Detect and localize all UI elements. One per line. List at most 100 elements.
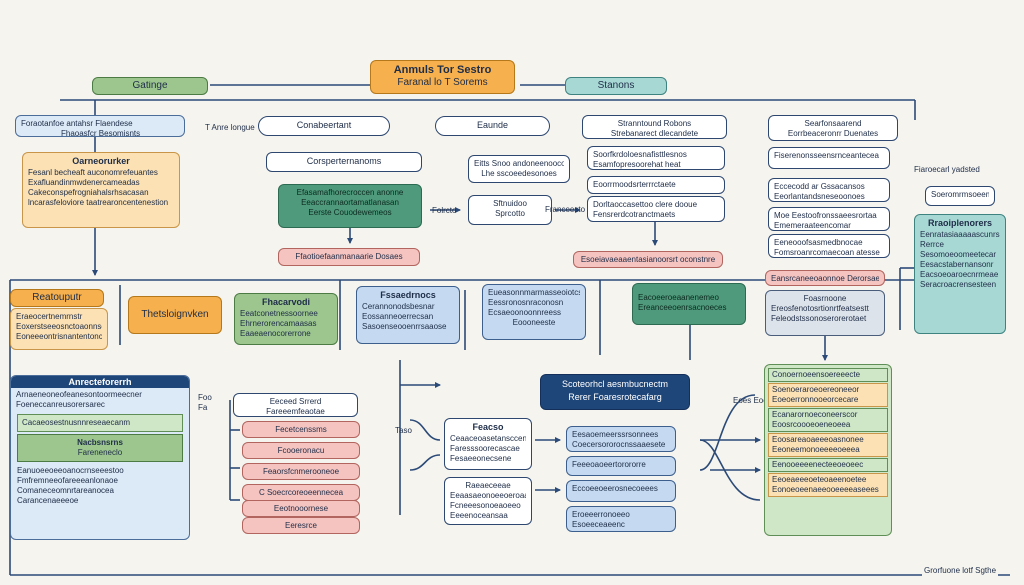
- right-header-line-2: Strebanarect dlecandete: [610, 129, 699, 138]
- far-right-box-2: Eccecodd ar Gssacansos Eeorlantandsneseo…: [768, 178, 890, 202]
- bottom-right-blue-4: Eroeeerronoeeo Esoeeceaeenc: [566, 506, 676, 532]
- far-right-box-1-line-1: Fiserenonsseensrnceantecea: [774, 151, 879, 160]
- middle-orange-mid-text: Thetsloignvken: [141, 309, 209, 320]
- bottom-left-title: Anrecteforerrh: [68, 377, 132, 387]
- right-header-line-1: Stranntound Robons: [617, 119, 692, 128]
- bottom-right-stack: Conoernoeensoereeecte Soenoeraroeoereone…: [764, 364, 892, 536]
- bottom-left-title-bar: Anrecteforerrh: [11, 376, 189, 388]
- bottom-mid-pink-6: Eeresrce: [242, 517, 360, 534]
- title-box: Anmuls Tor Sestro Faranal lo T Sorems: [370, 60, 515, 94]
- right-top-box-2: Eoorrmoodsrterrrctaete: [587, 176, 725, 194]
- bottom-left-green-title: Nacbsnsrns: [77, 438, 123, 447]
- stack-row-5-text: Eoosrcoooeoeneoeea: [772, 420, 851, 429]
- far-right-teal-line-3: Sesomoeoomeetecar: [920, 250, 997, 259]
- far-right-pink-text: Eansrcaneeoaonnoe Derorsaen: [771, 274, 879, 283]
- bottom-mid-center2-line-1: Raeaeceeae: [465, 481, 511, 490]
- right-header-box: Stranntound Robons Strebanarect dlecande…: [582, 115, 727, 139]
- middle-blue-1-line-1: Cerannonodsbesnar: [362, 302, 435, 311]
- center-left-pill: Conabeertant: [258, 116, 390, 136]
- right-top-box-3-line-1: Dorltaoccasettoo clere dooue: [593, 200, 698, 209]
- far-right-box-2-line-1: Eccecodd ar Gssacansos: [774, 182, 865, 191]
- left-panel-line-4: lncarasfeloviore taatrearoncentenestion: [28, 198, 169, 207]
- center-mid-box-line-2: Sprcotto: [495, 209, 525, 218]
- far-right-box-4-line-1: Eeneooofsasmedbnocae: [774, 238, 863, 247]
- stack-row-8: Eenooeeeenecteeoeoeec: [768, 458, 888, 472]
- middle-green-right: Eacoeeroeaanenemeo Ereanceeoenrsacnoeces: [632, 283, 746, 325]
- middle-blue-2-line-2: Eessronosnraconosn: [488, 298, 564, 307]
- bottom-right-blue-3: Eccoeeoeerosnecoeees: [566, 480, 676, 502]
- center-green-box: Efasamafhorecroccen anonne Eeaccrannaort…: [278, 184, 422, 228]
- far-right-box-2-line-2: Eeorlantandsneseoonoes: [774, 192, 865, 201]
- top-label-right-text: Stanons: [597, 81, 635, 91]
- bottom-mid-pink-6-text: Eeresrce: [284, 521, 317, 530]
- bottom-right-footer: Grorfuone lotf Sgthe: [922, 566, 999, 576]
- far-right-box-4-line-2: Fomsroanrcomaecoan atesse: [774, 248, 880, 257]
- center-mid-left-line-1: Eitts Snoo andoneenoocoriocatsy: [474, 159, 564, 168]
- middle-green-right-line-2: Ereanceeoenrsacnoeces: [638, 303, 727, 312]
- right-top-box-3-line-2: Fensrerdcotranctmaets: [593, 210, 676, 219]
- center-top-label-text: Corsperternanoms: [306, 156, 382, 166]
- center-mid-pill: Eaunde: [435, 116, 550, 136]
- bottom-right-navy-line-1: Scoteorhcl aesmbucnectm: [561, 379, 669, 389]
- center-mid-left-box: Eitts Snoo andoneenoocoriocatsy Lhe ssco…: [468, 155, 570, 183]
- right-top-box-3: Dorltaoccasettoo clere dooue Fensrerdcot…: [587, 196, 725, 222]
- stack-row-8-text: Eenooeeeenecteeoeoeec: [772, 460, 864, 469]
- bottom-left-lgreen: Cacaeosestnusnnreseaecanm: [17, 414, 183, 432]
- bottom-mid-white: Eeceed Srrerd Fareeemfeaotae: [233, 393, 358, 417]
- top-label-right: Stanons: [565, 77, 667, 95]
- middle-blue-1-line-3: Sasoenseooenrrsaaose: [362, 322, 447, 331]
- title-line-2: Faranal lo T Sorems: [397, 77, 488, 88]
- bottom-mid-pink-5-text: Eeotnooornese: [273, 504, 329, 513]
- bottom-left-line-4: Carancenaeeeoe: [17, 496, 79, 505]
- bottom-mid-pink-1: Fecetcenssms: [242, 421, 360, 438]
- middle-blue-1-line-2: Eossanneoerrecsan: [362, 312, 434, 321]
- stack-row-4-text: Ecanarornoeconeerscor: [772, 410, 858, 419]
- far-right-header-box: Searfonsaarend Eorrbeaceronrr Duenates: [768, 115, 898, 141]
- bottom-mid-pink-3-text: Feaorsfcnmerooneoe: [262, 467, 340, 476]
- left-panel-title: Oarneorurker: [72, 156, 130, 166]
- middle-orange-left-text: Reatouputr: [32, 293, 82, 303]
- bottom-mid-white-line-1: Eeceed Srrerd: [269, 397, 322, 406]
- middle-green-box: Fhacarvodi Eeatconetnessoornee Ehrnerore…: [234, 293, 338, 345]
- bottom-left-side: Foo Fa: [198, 393, 212, 412]
- far-right-gray-panel: Foasrnoone Ereosfenotosrtionrtfeatsestt …: [765, 290, 885, 336]
- middle-orange-left: Reatouputr: [10, 289, 104, 307]
- middle-blue-2-line-3: Ecsaeoonoonnreess: [488, 308, 561, 317]
- top-label-left: Gatinge: [92, 77, 208, 95]
- middle-blue-2-line-4: Eoooneeste: [512, 318, 556, 327]
- far-right-small-line: Soeromrmsoeemnete: [931, 190, 989, 199]
- center-side-note: Folrcto: [432, 206, 457, 215]
- left-panel: Oarneorurker Fesanl becheaft auconomrefe…: [22, 152, 180, 228]
- bottom-left-top-line-2: Foeneccanreusorersarec: [16, 400, 105, 409]
- far-right-gray-line-1: Foasrnoone: [803, 294, 847, 303]
- bottom-left-green: Nacbsnsrns Fareneneclo: [17, 434, 183, 462]
- bottom-mid-pink-5: Eeotnooornese: [242, 500, 360, 517]
- stack-row-9-text: Eeoeaeeeoeteoaeenoetee: [772, 475, 867, 484]
- middle-lorange-line-1: Eraeocertnemrnstr: [16, 312, 83, 321]
- bottom-right-blue-1: Eesaoemeerssrsonnees Coecersororocnssaae…: [566, 426, 676, 452]
- center-top-label: Corsperternanoms: [266, 152, 422, 172]
- bottom-mid-center-box-2: Raeaeceeae Eeaasaeonoeeoeroaana Fcneeeso…: [444, 477, 532, 525]
- right-top-box-1: Soorfkrdoloesnafisttlesnos Esamfopresoor…: [587, 146, 725, 170]
- far-right-box-4: Eeneooofsasmedbnocae Fomsroanrcomaecoan …: [768, 234, 890, 258]
- bottom-right-blue-4-line-1: Eroeeerronoeeo: [572, 510, 630, 519]
- bottom-right-side-line-1: Eoes: [733, 396, 752, 405]
- far-right-teal-line-5: Eacsoeoaroecnrmeae: [920, 270, 999, 279]
- middle-lorange-box: Eraeocertnemrnstr Eoxerstseeosnctoaonnso…: [10, 308, 108, 350]
- top-note-left: T Anre longue: [205, 123, 255, 132]
- bottom-right-navy-line-2: Rerer Foaresrotecafarg: [568, 392, 662, 402]
- center-pink-box: Ffaotioefaanmanaarie Dosaes: [278, 248, 420, 266]
- bottom-right-blue-2: Feeeoaoeertorororre: [566, 456, 676, 476]
- bottom-right-blue-1-line-1: Eesaoemeerssrsonnees: [572, 430, 659, 439]
- stack-row-10-text: Eonoeoeenaeeooeeeeaseees: [772, 485, 879, 494]
- bottom-right-navy: Scoteorhcl aesmbucnectm Rerer Foaresrote…: [540, 374, 690, 410]
- middle-blue-2-line-1: Eueasonnmarmasseoiotcs: [488, 288, 580, 297]
- bottom-mid-center2-line-3: Fcneeesonoeaoeeo: [450, 501, 521, 510]
- bottom-mid-center-note: Taso: [395, 426, 412, 435]
- bottom-mid-pink-3: Feaorsfcnmerooneoe: [242, 463, 360, 480]
- far-right-header-line-2: Eorrbeaceronrr Duenates: [787, 129, 879, 138]
- bottom-right-blue-1-line-2: Coecersororocnssaaesete: [572, 440, 666, 449]
- middle-blue-box-1: Fssaedrnocs Cerannonodsbesnar Eossanneoe…: [356, 286, 460, 344]
- bottom-mid-center-line-2: Faresssoorecascae: [450, 444, 520, 453]
